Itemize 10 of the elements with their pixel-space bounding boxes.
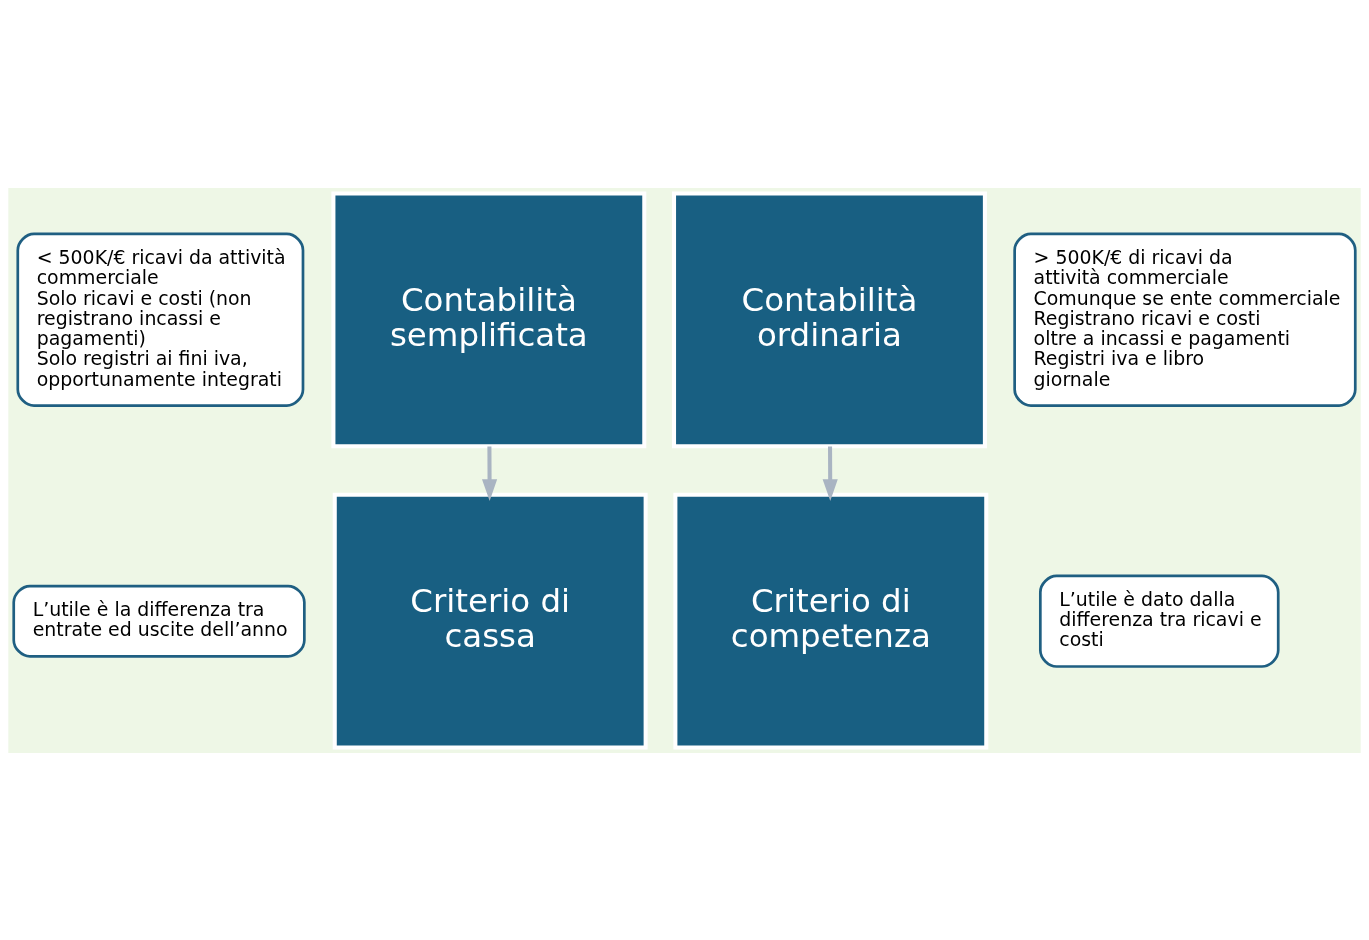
- node-box: Contabilità ordinaria: [672, 190, 987, 448]
- node-box: > 500K/€ di ricavi da attività commerciale Comunque se ente commerciale Registrano ricavi e costi oltre a incassi e pagamenti Registri iva e libro giornale: [1013, 232, 1357, 407]
- node-box: Contabilità semplificata: [331, 190, 647, 448]
- arrow: [822, 446, 838, 501]
- node-box: < 500K/€ ricavi da attività commerciale Solo ricavi e costi (non registrano incassi e pagamenti) Solo registri ai fini iva, opportunamente integrati: [16, 232, 305, 407]
- node-box: L’utile è la differenza tra entrate ed uscite dell’anno: [12, 584, 306, 658]
- arrow: [481, 446, 498, 501]
- node-box: Criterio di cassa: [332, 492, 648, 750]
- node-box: L’utile è dato dalla differenza tra ricavi e costi: [1039, 574, 1280, 668]
- node-box: Criterio di competenza: [673, 492, 989, 750]
